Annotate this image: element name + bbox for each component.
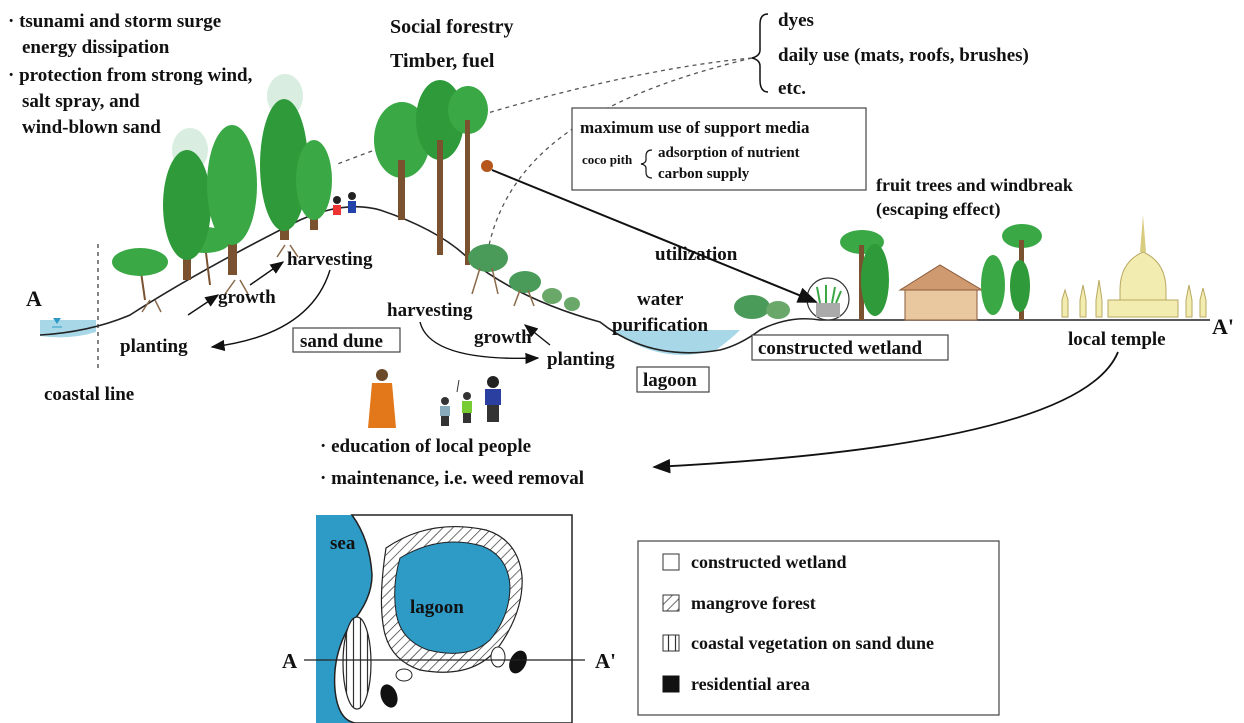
sand-dune-label: sand dune [300,331,383,352]
legend-label-constructed-wetland: constructed wetland [691,552,847,572]
uses-line-3: etc. [778,78,806,99]
utilization-label: utilization [655,244,738,265]
wetland-patch [395,668,413,682]
planting-to-growth-arrow [187,294,220,316]
map-label-a: A [282,649,298,673]
forestry-line-2: Timber, fuel [390,50,495,72]
harvesting-to-planting-right-arrow [419,321,540,365]
growth-to-harvesting-arrow [249,261,285,286]
growth-right-label: growth [474,327,532,348]
coastal-vegetation-ellipse [342,616,372,710]
function-item-1-line-2: energy dissipation [22,37,170,58]
fruit-trees-and-house [840,224,1042,321]
house-icon [904,289,978,321]
monk-icon [368,369,396,428]
support-media-box: maximum use of support media coco pith a… [571,107,867,191]
water-level-icon [53,318,61,324]
social-forestry-text: Social forestry Timber, fuel [390,16,514,72]
palm-tree-icon [374,102,430,220]
support-media-frame [571,107,867,191]
coco-pith-label: coco pith [582,152,633,167]
fruit-line-1: fruit trees and windbreak [876,175,1073,195]
forestry-line-1: Social forestry [390,16,514,38]
tall-tree-icon [296,140,332,230]
coco-item-1: adsorption of nutrient [658,145,800,161]
palm-tree-icon [448,86,488,265]
root-lines [141,244,299,313]
cross-section-label-a-prime: A' [1212,314,1234,339]
fruit-tree-icon [981,255,1005,315]
planting-right-label: planting [547,349,615,370]
uses-line-2: daily use (mats, roofs, brushes) [778,45,1029,66]
coco-item-2: carbon supply [658,166,750,182]
coastal-forest-trees [112,74,493,313]
sea-water [40,320,96,338]
people-on-dune-icon [333,192,356,215]
constructed-wetland-box [751,334,949,361]
planting-left-label: planting [120,336,188,357]
function-item-1-line-1: · tsunami and storm surge [8,11,221,32]
map-lagoon [394,541,511,654]
wetland-patch [490,646,506,668]
map-label-a-prime: A' [595,649,616,673]
utilization-arrow [491,169,818,303]
sand-dune-box [292,327,401,353]
harvesting-left-label: harvesting [287,249,373,270]
education-line-1: · education of local people [320,436,531,457]
tall-tree-icon [260,99,308,240]
uses-brace [751,13,769,93]
legend-swatch-mangrove [662,594,680,612]
coastal-functions-list: · tsunami and storm surge energy dissipa… [8,11,253,138]
lagoon-box [636,366,710,393]
coconut-icon [481,160,493,172]
fruit-trees-text: fruit trees and windbreak (escaping effe… [876,175,1073,220]
map-lagoon-label: lagoon [410,597,464,618]
cross-section-label-a: A [26,286,42,311]
uses-line-1: dyes [778,10,814,31]
tall-tree-icon [163,150,211,280]
fruit-tree-icon [861,244,889,316]
coco-brace [640,149,653,179]
plan-map: sea lagoon A A' [282,514,616,723]
temple-icon [1061,215,1207,318]
legend-label-coastal-vegetation: coastal vegetation on sand dune [691,633,934,653]
map-sea-label: sea [330,533,356,554]
family-icon [440,376,501,426]
legend-label-mangrove: mangrove forest [691,593,816,613]
tall-tree-icon [207,125,257,275]
legend-swatch-residential [662,675,680,693]
planting-to-growth-right-arrow [523,324,551,346]
coastal-line-label: coastal line [44,384,134,405]
legend: constructed wetland mangrove forest coas… [637,540,1000,716]
harvesting-to-planting-arrow [210,269,331,352]
legend-frame [637,540,1000,716]
constructed-wetland-label: constructed wetland [758,338,923,359]
function-item-2-line-2: salt spray, and [22,91,140,112]
water-purification-label-1: water [637,289,684,310]
house-roof-icon [898,264,984,291]
lagoon-label: lagoon [643,370,697,391]
wetland-plot-icon [806,277,850,321]
local-temple-label: local temple [1068,329,1166,350]
mangrove-trees [468,244,790,319]
legend-swatch-constructed-wetland [662,553,680,571]
legend-label-residential: residential area [691,674,810,694]
harvesting-right-label: harvesting [387,300,473,321]
growth-left-label: growth [218,287,276,308]
function-item-2-line-1: · protection from strong wind, [8,65,253,86]
lagoon-water [612,330,740,355]
residential-patch [380,684,398,708]
water-purification-label-2: purification [612,315,708,336]
fruit-line-2: (escaping effect) [876,199,1000,220]
function-item-2-line-3: wind-blown sand [22,117,161,138]
education-line-2: · maintenance, i.e. weed removal [320,468,584,489]
support-media-title: maximum use of support media [580,118,810,137]
uses-list: dyes daily use (mats, roofs, brushes) et… [751,10,1029,99]
residential-patch [509,650,527,674]
legend-swatch-coastal-vegetation [662,634,680,652]
temple-education-arrow [652,351,1119,474]
